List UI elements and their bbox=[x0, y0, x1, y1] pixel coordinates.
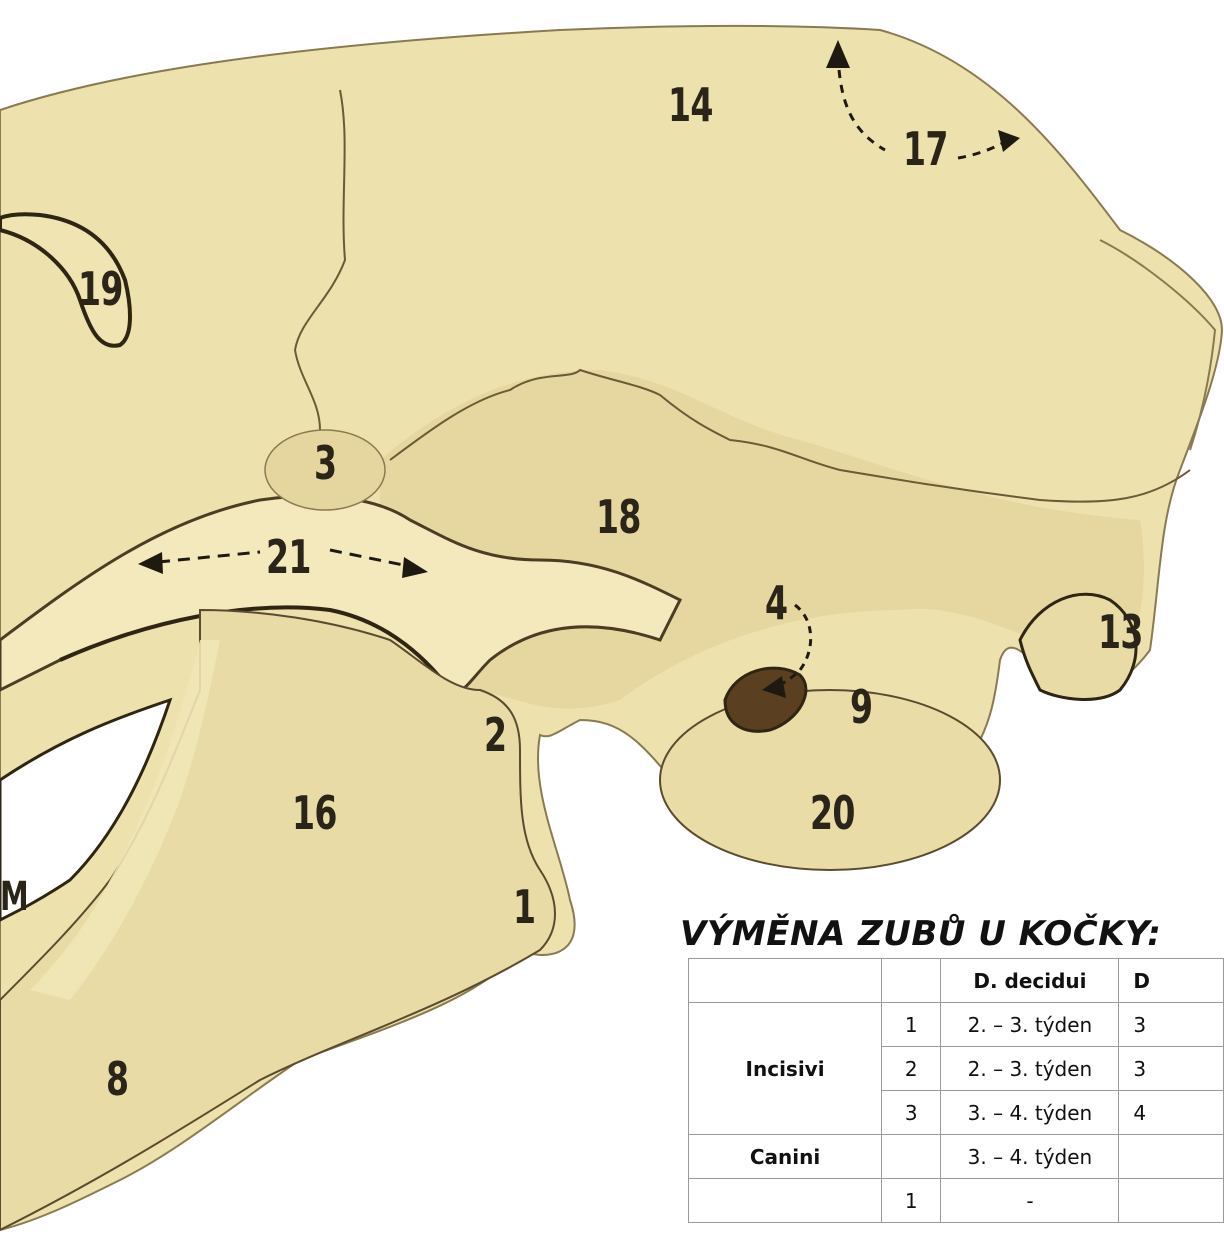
label-13: 13 bbox=[1098, 605, 1143, 659]
num-cell bbox=[882, 1135, 941, 1179]
table-row: Incisivi 1 2. – 3. týden 3 bbox=[689, 1003, 1224, 1047]
next-cell bbox=[1119, 1179, 1224, 1223]
group-cell: Incisivi bbox=[689, 1003, 882, 1135]
num-cell: 3 bbox=[882, 1091, 941, 1135]
label-1: 1 bbox=[513, 880, 535, 934]
decidui-cell: 2. – 3. týden bbox=[941, 1003, 1119, 1047]
decidui-cell: 3. – 4. týden bbox=[941, 1135, 1119, 1179]
label-14: 14 bbox=[668, 78, 713, 132]
num-cell: 1 bbox=[882, 1179, 941, 1223]
tooth-replacement-table: D. decidui D Incisivi 1 2. – 3. týden 3 … bbox=[688, 958, 1224, 1223]
label-17: 17 bbox=[903, 122, 948, 176]
decidui-cell: - bbox=[941, 1179, 1119, 1223]
next-cell bbox=[1119, 1135, 1224, 1179]
table-row: Canini 3. – 4. týden bbox=[689, 1135, 1224, 1179]
header-cell bbox=[689, 959, 882, 1003]
next-cell: 4 bbox=[1119, 1091, 1224, 1135]
group-cell bbox=[689, 1179, 882, 1223]
decidui-cell: 2. – 3. týden bbox=[941, 1047, 1119, 1091]
label-16: 16 bbox=[292, 786, 337, 840]
header-cell bbox=[882, 959, 941, 1003]
num-cell: 2 bbox=[882, 1047, 941, 1091]
table-title: VÝMĚNA ZUBŮ U KOČKY: bbox=[680, 914, 1161, 954]
table-header-row: D. decidui D bbox=[689, 959, 1224, 1003]
label-8: 8 bbox=[106, 1052, 128, 1106]
label-4: 4 bbox=[765, 576, 787, 630]
next-cell: 3 bbox=[1119, 1003, 1224, 1047]
decidui-cell: 3. – 4. týden bbox=[941, 1091, 1119, 1135]
label-3: 3 bbox=[314, 436, 336, 490]
label-2: 2 bbox=[484, 708, 506, 762]
num-cell: 1 bbox=[882, 1003, 941, 1047]
auditory-bulla bbox=[660, 690, 1000, 870]
label-20: 20 bbox=[810, 786, 855, 840]
label-9: 9 bbox=[850, 680, 872, 734]
group-cell: Canini bbox=[689, 1135, 882, 1179]
next-cell: 3 bbox=[1119, 1047, 1224, 1091]
header-cell: D. decidui bbox=[941, 959, 1119, 1003]
table-row: 1 - bbox=[689, 1179, 1224, 1223]
label-19: 19 bbox=[78, 262, 123, 316]
label-18: 18 bbox=[596, 490, 641, 544]
label-21: 21 bbox=[266, 530, 311, 584]
label-m: M bbox=[0, 874, 28, 920]
header-cell: D bbox=[1119, 959, 1224, 1003]
